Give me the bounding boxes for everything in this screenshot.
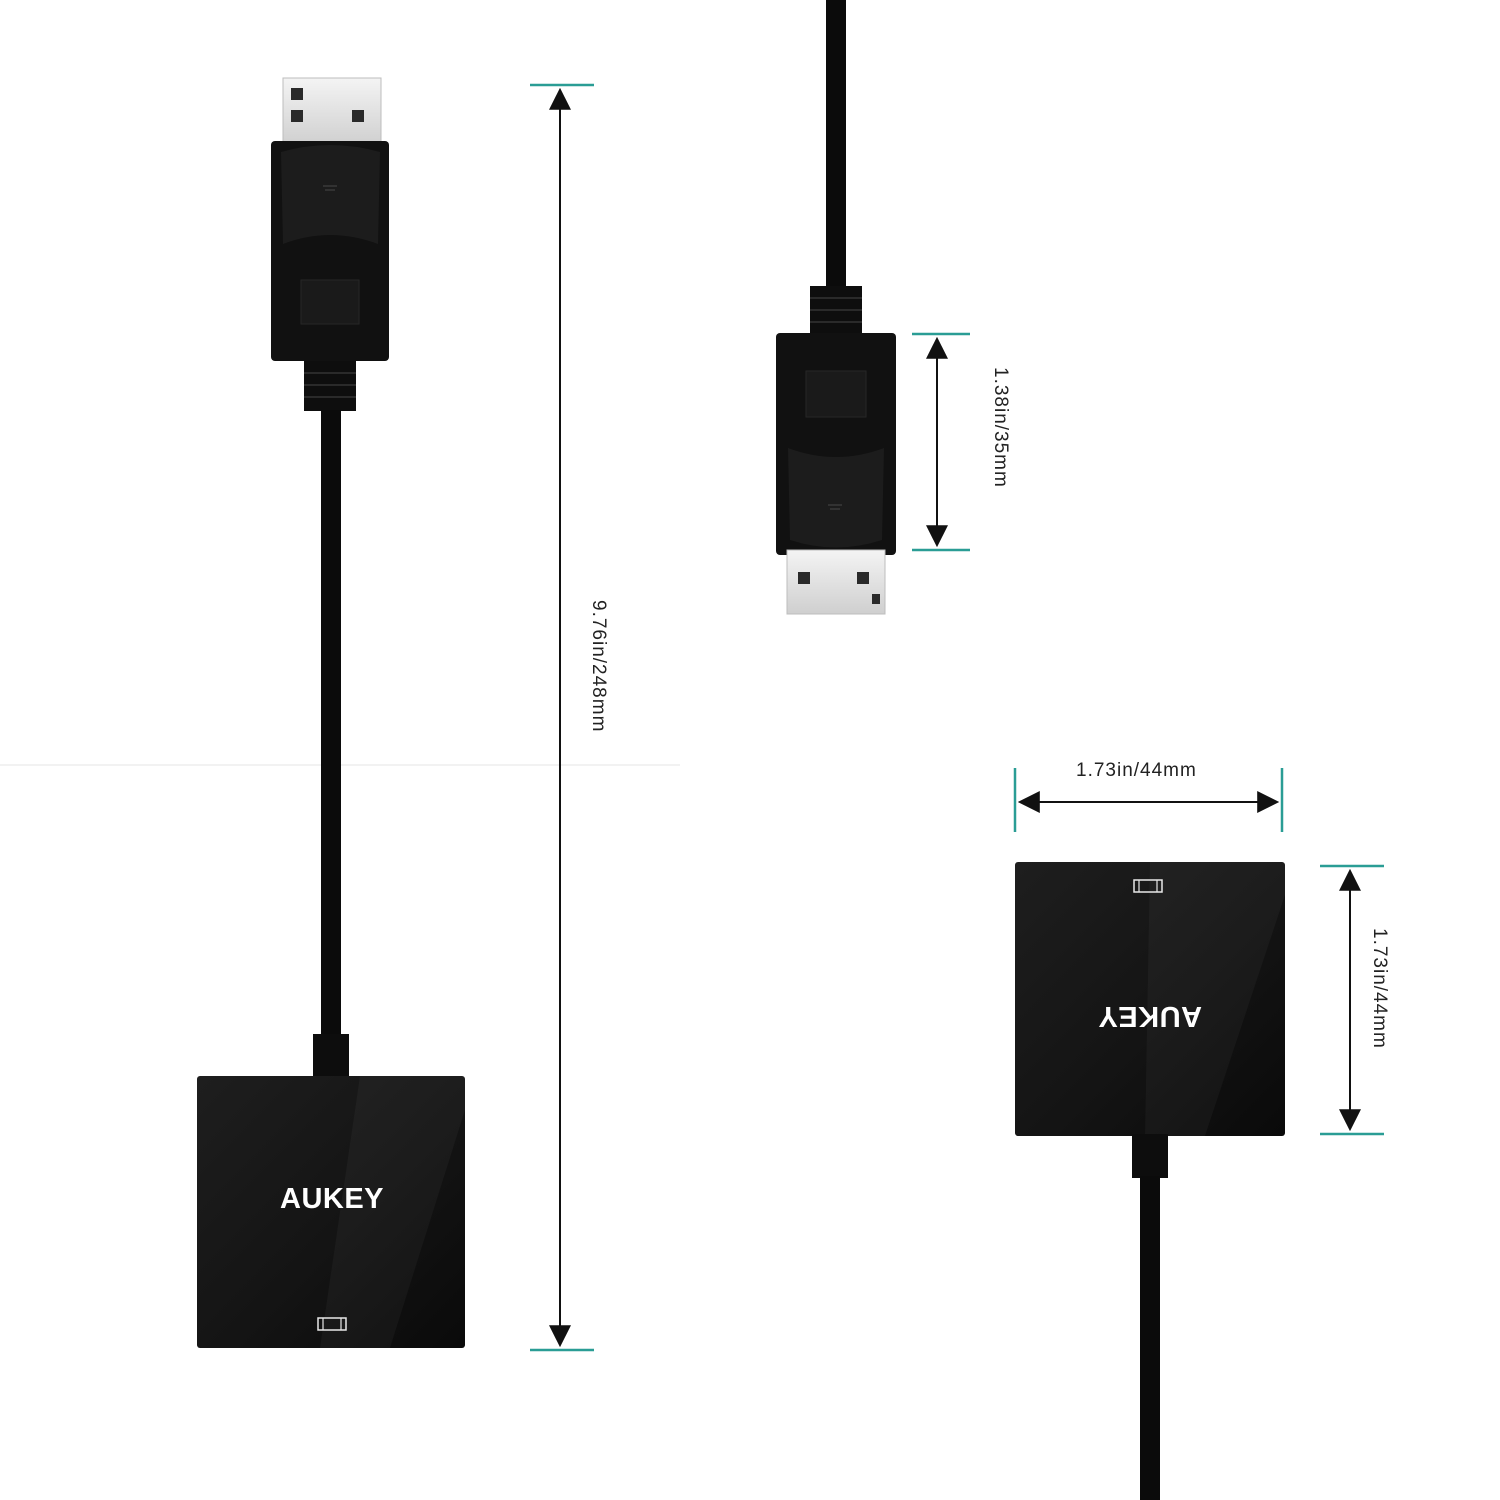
right-hdmi-port-icon <box>1133 879 1163 893</box>
box-width-dimension <box>1013 768 1284 832</box>
brand-logo-left: AUKEY <box>280 1183 385 1215</box>
left-adapter <box>197 77 465 1348</box>
left-cable-collar <box>313 1034 349 1078</box>
closeup-cable <box>826 0 846 290</box>
left-adapter-box <box>197 1076 465 1348</box>
plug-height-label: 1.38in/35mm <box>990 367 1011 488</box>
total-length-dimension <box>530 83 594 1352</box>
total-length-label: 9.76in/248mm <box>588 600 609 733</box>
closeup-plug <box>776 0 896 615</box>
hdmi-port-icon <box>317 1317 347 1331</box>
left-displayport-plug <box>271 141 389 361</box>
left-cable <box>321 410 341 1036</box>
plug-height-dimension <box>912 332 970 552</box>
box-height-dimension <box>1320 864 1384 1136</box>
closeup-displayport-plug <box>776 333 896 555</box>
box-width-label: 1.73in/44mm <box>1076 760 1197 781</box>
brand-logo-right: AUKEY <box>1098 1000 1203 1032</box>
closeup-strain-relief <box>810 286 862 336</box>
left-strain-relief <box>304 361 356 411</box>
right-cable-collar <box>1132 1134 1168 1178</box>
box-height-label: 1.73in/44mm <box>1369 928 1390 1049</box>
closeup-displayport-tip <box>786 549 886 615</box>
right-cable <box>1140 1176 1160 1500</box>
right-adapter-box <box>1015 862 1285 1136</box>
left-displayport-tip <box>282 77 382 147</box>
